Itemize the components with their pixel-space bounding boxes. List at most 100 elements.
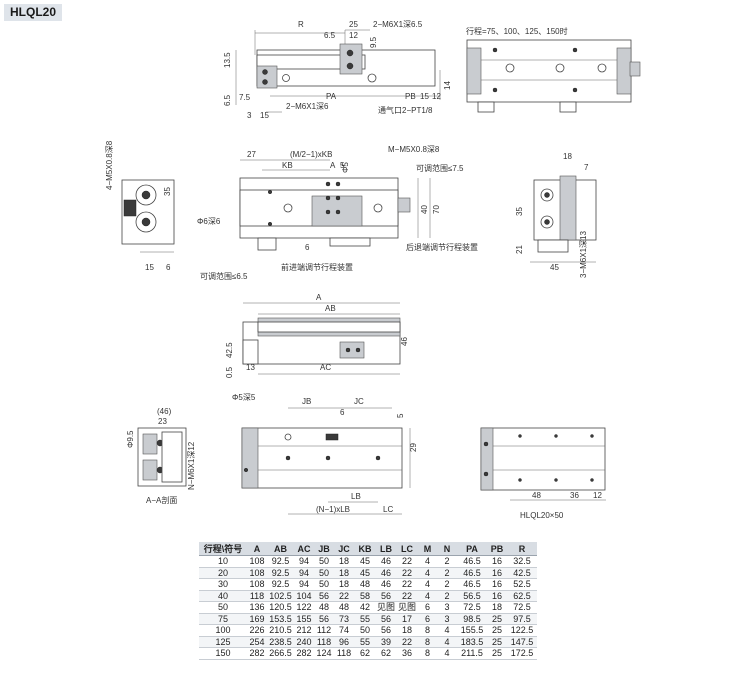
table-cell: 55 (354, 613, 376, 625)
end-dim-18: 18 (563, 152, 572, 161)
table-cell: 282 (294, 647, 314, 660)
dim-15-bottom: 15 (260, 111, 269, 120)
mid-dim-m-m5: M−M5X0.8深8 (388, 145, 440, 154)
table-cell: 22 (396, 567, 418, 579)
table-cell: 124 (314, 647, 334, 660)
bottom-right-view: 48 36 12 HLQL20×50 (480, 427, 606, 520)
mid-dim-m-kb: (M/2−1)xKB (290, 150, 332, 159)
spec-header-row: 行程\符号 A AB AC JB JC KB LB LC M N PA PB R (199, 542, 537, 556)
table-cell: 169 (247, 613, 267, 625)
bot-dim-n-lb: (N−1)xLB (316, 505, 350, 514)
table-cell: 96 (334, 636, 354, 648)
table-cell: 62.5 (507, 590, 537, 602)
dim-14: 14 (443, 81, 452, 90)
dim-m6-thread-bottom: 2−M6X1深6 (286, 102, 329, 111)
end-dim-7: 7 (584, 163, 589, 172)
table-cell: 100 (199, 624, 247, 637)
end-view: 18 7 35 21 45 3−M6X1深13 (515, 152, 597, 278)
table-cell: 56 (376, 613, 396, 625)
table-cell: 254 (247, 636, 267, 648)
table-cell: 42 (354, 601, 376, 614)
table-cell: 18 (487, 601, 507, 614)
table-cell: 282 (247, 647, 267, 660)
front-dim-ac: AC (320, 363, 331, 372)
mid-dim-phi5: Φ5 (341, 162, 350, 173)
dim-6-5: 6.5 (324, 31, 336, 40)
table-cell: 48 (314, 601, 334, 614)
table-cell: 10 (199, 555, 247, 568)
table-cell: 50 (354, 624, 376, 637)
side-dim-15: 15 (145, 263, 154, 272)
table-cell: 16 (487, 578, 507, 591)
table-cell: 118 (314, 636, 334, 648)
col-pa: PA (457, 542, 487, 556)
table-cell: 4 (437, 636, 457, 648)
table-cell: 22 (334, 590, 354, 602)
table-cell: 62 (354, 647, 376, 660)
table-cell: 2 (437, 555, 457, 568)
table-cell: 25 (487, 647, 507, 660)
table-cell: 6 (418, 601, 437, 614)
table-cell: 56 (376, 624, 396, 637)
sec-dim-23: 23 (158, 417, 167, 426)
dim-r: R (298, 20, 304, 29)
table-cell: 见图 (396, 601, 418, 614)
dim-12-right: 12 (432, 92, 441, 101)
table-cell: 153.5 (267, 613, 294, 625)
table-cell: 155 (294, 613, 314, 625)
front-dim-0-5: 0.5 (225, 366, 234, 378)
table-cell: 50 (314, 578, 334, 591)
sec-dim-46: (46) (157, 407, 172, 416)
table-cell: 4 (418, 555, 437, 568)
table-cell: 4 (418, 578, 437, 591)
table-cell: 147.5 (507, 636, 537, 648)
sec-dim-phi9-5: Φ9.5 (126, 430, 135, 448)
rear-adjust-device: 后退端调节行程装置 (406, 242, 478, 252)
section-view: (46) 23 Φ9.5 N−M6X1深12 A−A剖面 (126, 407, 196, 505)
bottom-view: Φ5深5 JB JC 6 5 29 LB (N−1)xLB LC (232, 393, 418, 515)
table-cell: 46.5 (457, 578, 487, 591)
front-dim-ab: AB (325, 304, 336, 313)
table-cell: 25 (487, 636, 507, 648)
table-cell: 42.5 (507, 567, 537, 579)
mid-dim-kb: KB (282, 161, 293, 170)
bot-dim-5: 5 (396, 413, 405, 418)
col-lb: LB (376, 542, 396, 556)
dim-pb: PB (405, 92, 416, 101)
table-cell: 4 (437, 624, 457, 637)
bot-dim-29: 29 (409, 443, 418, 452)
end-dim-m6: 3−M6X1深13 (579, 231, 588, 278)
br-dim-48: 48 (532, 491, 541, 500)
table-cell: 118 (334, 647, 354, 660)
table-cell: 97.5 (507, 613, 537, 625)
table-cell: 112 (314, 624, 334, 637)
mid-dim-a: A (330, 161, 336, 170)
bot-dim-jc: JC (354, 397, 364, 406)
table-cell: 16 (487, 590, 507, 602)
table-cell: 46.5 (457, 567, 487, 579)
col-n: N (437, 542, 457, 556)
table-cell: 94 (294, 555, 314, 568)
front-dim-46: 46 (400, 337, 409, 346)
dim-3: 3 (247, 111, 252, 120)
table-cell: 20 (199, 567, 247, 579)
table-cell: 45 (354, 567, 376, 579)
table-cell: 238.5 (267, 636, 294, 648)
table-cell: 50 (199, 601, 247, 614)
side-view: 4−M5X0.8深8 35 15 6 可调范围≤6.5 (105, 140, 248, 281)
table-cell: 56 (376, 590, 396, 602)
table-cell: 17 (396, 613, 418, 625)
table-cell: 74 (334, 624, 354, 637)
col-kb: KB (354, 542, 376, 556)
table-cell: 46 (376, 567, 396, 579)
table-cell: 18 (334, 578, 354, 591)
table-cell: 226 (247, 624, 267, 637)
table-cell: 4 (418, 590, 437, 602)
middle-view: 27 (M/2−1)xKB KB A 5 Φ5 M−M5X0.8深8 可调范围≤… (197, 145, 478, 272)
table-cell: 46 (376, 555, 396, 568)
table-cell: 212 (294, 624, 314, 637)
table-cell: 见图 (376, 601, 396, 614)
dim-m6-thread: 2−M6X1深6.5 (373, 20, 423, 29)
